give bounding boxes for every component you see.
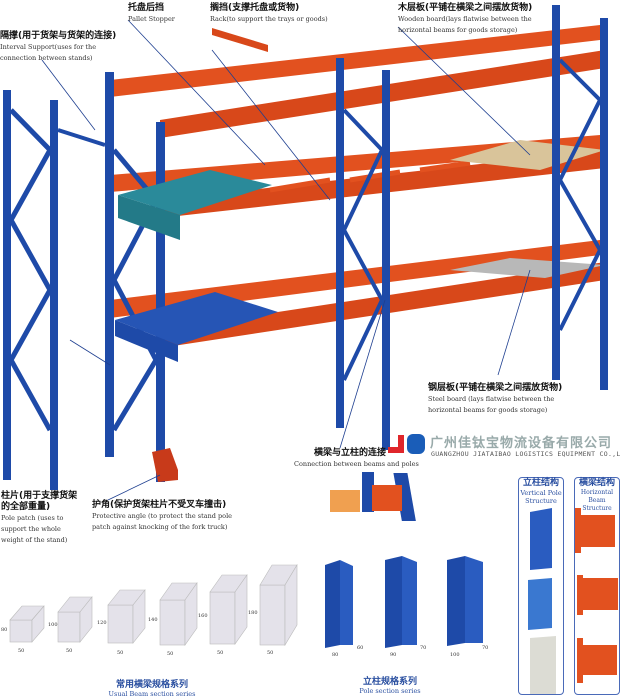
beam-height-label: 100 [48, 622, 58, 628]
label-cn: 钢层板(平铺在横梁之间摆放货物) [428, 383, 563, 393]
beam-width-label: 50 [66, 648, 73, 654]
label-en: Connection between beams and poles [294, 460, 419, 468]
right-frame [552, 5, 608, 390]
left-pole-patch [3, 90, 58, 490]
beam-height-label: 140 [148, 617, 158, 623]
label-cn: 隔撑(用于货架与货架的连接) [0, 31, 117, 41]
label-pallet-stopper: 托盘后挡 Pallet Stopper [128, 3, 175, 25]
beam-width-label: 50 [167, 651, 174, 657]
label-cn: 木层板(平铺在横梁之间摆放货物) [398, 3, 533, 13]
label-cn: 横梁与立柱的连接 [314, 448, 387, 458]
label-en: patch against knocking of the fork truck… [92, 523, 228, 531]
label-cn: 护角(保护货架柱片不受叉车撞击) [92, 500, 227, 510]
label-rack: 搁挡(支撑托盘或货物) Rack(to support the trays or… [210, 3, 328, 25]
pole-width-label: 80 [332, 652, 339, 658]
vertical-pole-structure-images [528, 508, 556, 694]
label-cn: 搁挡(支撑托盘或货物) [210, 3, 300, 13]
label-beam-pole-connection: 横梁与立柱的连接 Connection between beams and po… [294, 448, 419, 470]
label-cn: 立柱规格系列 [362, 677, 417, 687]
label-en: Vertical Pole [520, 489, 562, 497]
label-en: Pole patch (uses to [1, 514, 64, 522]
label-cn: 常用横梁规格系列 [115, 680, 188, 690]
label-en: Protective angle (to protect the stand p… [92, 512, 233, 520]
label-pole-patch: 柱片(用于支撑货架 的全部重量) Pole patch (uses to sup… [1, 491, 77, 546]
label-en: Wooden board(lays flatwise between the [398, 15, 532, 23]
middle-frame [336, 58, 390, 450]
pole-depth-label: 70 [420, 645, 427, 651]
vertical-pole-structure-box: 立柱结构 Vertical Pole Structure [518, 477, 564, 695]
label-en: Steel board (lays flatwise between the [428, 395, 555, 403]
label-en: horizontal beams for goods storage) [398, 26, 518, 34]
label-wooden-board: 木层板(平铺在横梁之间摆放货物) Wooden board(lays flatw… [398, 3, 532, 36]
rack-bar [212, 28, 268, 52]
beam-pole-connection-images [330, 472, 416, 521]
pole-width-label: 90 [390, 652, 397, 658]
label-en: connection between stands) [0, 54, 93, 62]
company-name-en: GUANGZHOU JIATAIBAO LOGISTICS EQUIPMENT … [431, 450, 620, 458]
label-en: Pole section series [359, 687, 421, 695]
pole-sections [325, 556, 483, 648]
leader-lines [41, 19, 531, 501]
label-en: Horizontal [580, 489, 614, 496]
pole-series-title: 立柱规格系列 Pole section series [340, 677, 440, 695]
company-name-cn: 广州佳钛宝物流设备有限公司 [430, 436, 613, 451]
steel-board [450, 258, 605, 278]
label-en: horizontal beams for goods storage) [428, 406, 548, 414]
horizontal-beam-structure-box: 横梁结构 Horizontal Beam Structure [574, 477, 620, 695]
label-en: support the whole [1, 525, 61, 533]
beam-height-label: 180 [248, 610, 258, 616]
beam-height-label: 80 [1, 627, 8, 633]
beam-height-label: 160 [198, 613, 208, 619]
beam-series-title: 常用横梁规格系列 Usual Beam section series [92, 680, 212, 698]
pole-depth-label: 70 [482, 645, 489, 651]
label-cn: 柱片(用于支撑货架 [1, 491, 78, 501]
front-frame [105, 72, 165, 482]
label-en: Rack(to support the trays or goods) [210, 15, 328, 23]
beam-sections [9, 563, 298, 647]
steel-pallet [115, 292, 278, 345]
label-steel-board: 钢层板(平铺在横梁之间摆放货物) Steel board (lays flatw… [428, 383, 562, 416]
label-cn: 立柱结构 [522, 478, 559, 488]
label-interval-support: 隔撑(用于货架与货架的连接) Interval Support(uses for… [0, 31, 116, 64]
label-cn: 托盘后挡 [128, 3, 165, 13]
beam-width-label: 50 [117, 650, 124, 656]
label-en: weight of the stand) [1, 536, 68, 544]
wooden-board [450, 140, 605, 170]
beam-level-1 [110, 25, 605, 138]
label-en: Structure [525, 497, 557, 505]
label-en: Pallet Stopper [128, 15, 175, 23]
pole-width-label: 100 [450, 652, 460, 658]
plastic-pallet [118, 170, 272, 215]
company-logo [388, 434, 425, 454]
label-cn: 横梁结构 [578, 478, 615, 488]
label-protective-angle: 护角(保护货架柱片不受叉车撞击) Protective angle (to pr… [92, 500, 232, 533]
label-en: Interval Support(uses for the [0, 43, 97, 51]
label-en: Usual Beam section series [108, 690, 196, 698]
horizontal-beam-structure-images [575, 508, 618, 683]
pole-depth-label: 60 [357, 645, 364, 651]
beam-width-label: 50 [267, 650, 274, 656]
beam-height-label: 120 [97, 620, 107, 626]
beam-width-label: 50 [217, 650, 224, 656]
beam-width-label: 50 [18, 648, 25, 654]
protective-angle [152, 448, 178, 482]
interval-support [57, 128, 106, 147]
label-cn: 的全部重量) [1, 502, 51, 512]
label-en: Beam Structure [582, 497, 612, 512]
